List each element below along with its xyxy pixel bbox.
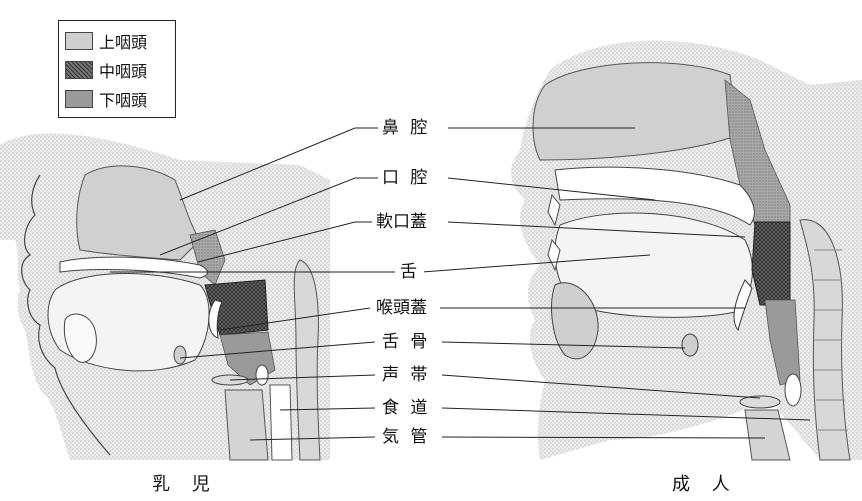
legend-item-lower-pharynx: 下咽頭 <box>65 84 169 113</box>
infant-spine <box>294 260 320 460</box>
legend-swatch-upper <box>65 32 93 50</box>
label-tongue: 舌 <box>396 262 424 282</box>
adult-cricoid <box>785 374 801 406</box>
legend-swatch-lower <box>65 90 93 108</box>
label-soft-palate: 軟口蓋 <box>372 212 431 232</box>
legend-label: 上咽頭 <box>99 29 147 53</box>
infant-head <box>0 133 330 460</box>
legend-item-middle-pharynx: 中咽頭 <box>65 55 169 84</box>
label-hyoid: 舌 骨 <box>378 332 434 352</box>
infant-cricoid <box>256 365 268 385</box>
legend: 上咽頭 中咽頭 下咽頭 <box>58 20 176 118</box>
label-nasal-cavity: 鼻 腔 <box>378 118 434 138</box>
adult-trachea <box>745 410 790 460</box>
legend-item-upper-pharynx: 上咽頭 <box>65 26 169 55</box>
label-vocal-cords: 声 帯 <box>378 365 434 385</box>
label-esophagus: 食 道 <box>378 398 434 418</box>
legend-label: 下咽頭 <box>99 87 147 111</box>
infant-hyoid <box>174 346 186 364</box>
caption-infant: 乳 児 <box>152 470 218 496</box>
adult-head <box>511 41 862 460</box>
caption-adult: 成 人 <box>672 470 738 496</box>
label-trachea: 気 管 <box>378 427 434 447</box>
label-epiglottis: 喉頭蓋 <box>372 298 431 318</box>
legend-label: 中咽頭 <box>99 58 147 82</box>
adult-hyoid <box>682 334 698 356</box>
infant-esophagus <box>270 385 292 460</box>
adult-oropharynx <box>752 222 790 305</box>
legend-swatch-middle <box>65 61 93 79</box>
label-oral-cavity: 口 腔 <box>378 168 434 188</box>
infant-trachea <box>225 390 268 460</box>
